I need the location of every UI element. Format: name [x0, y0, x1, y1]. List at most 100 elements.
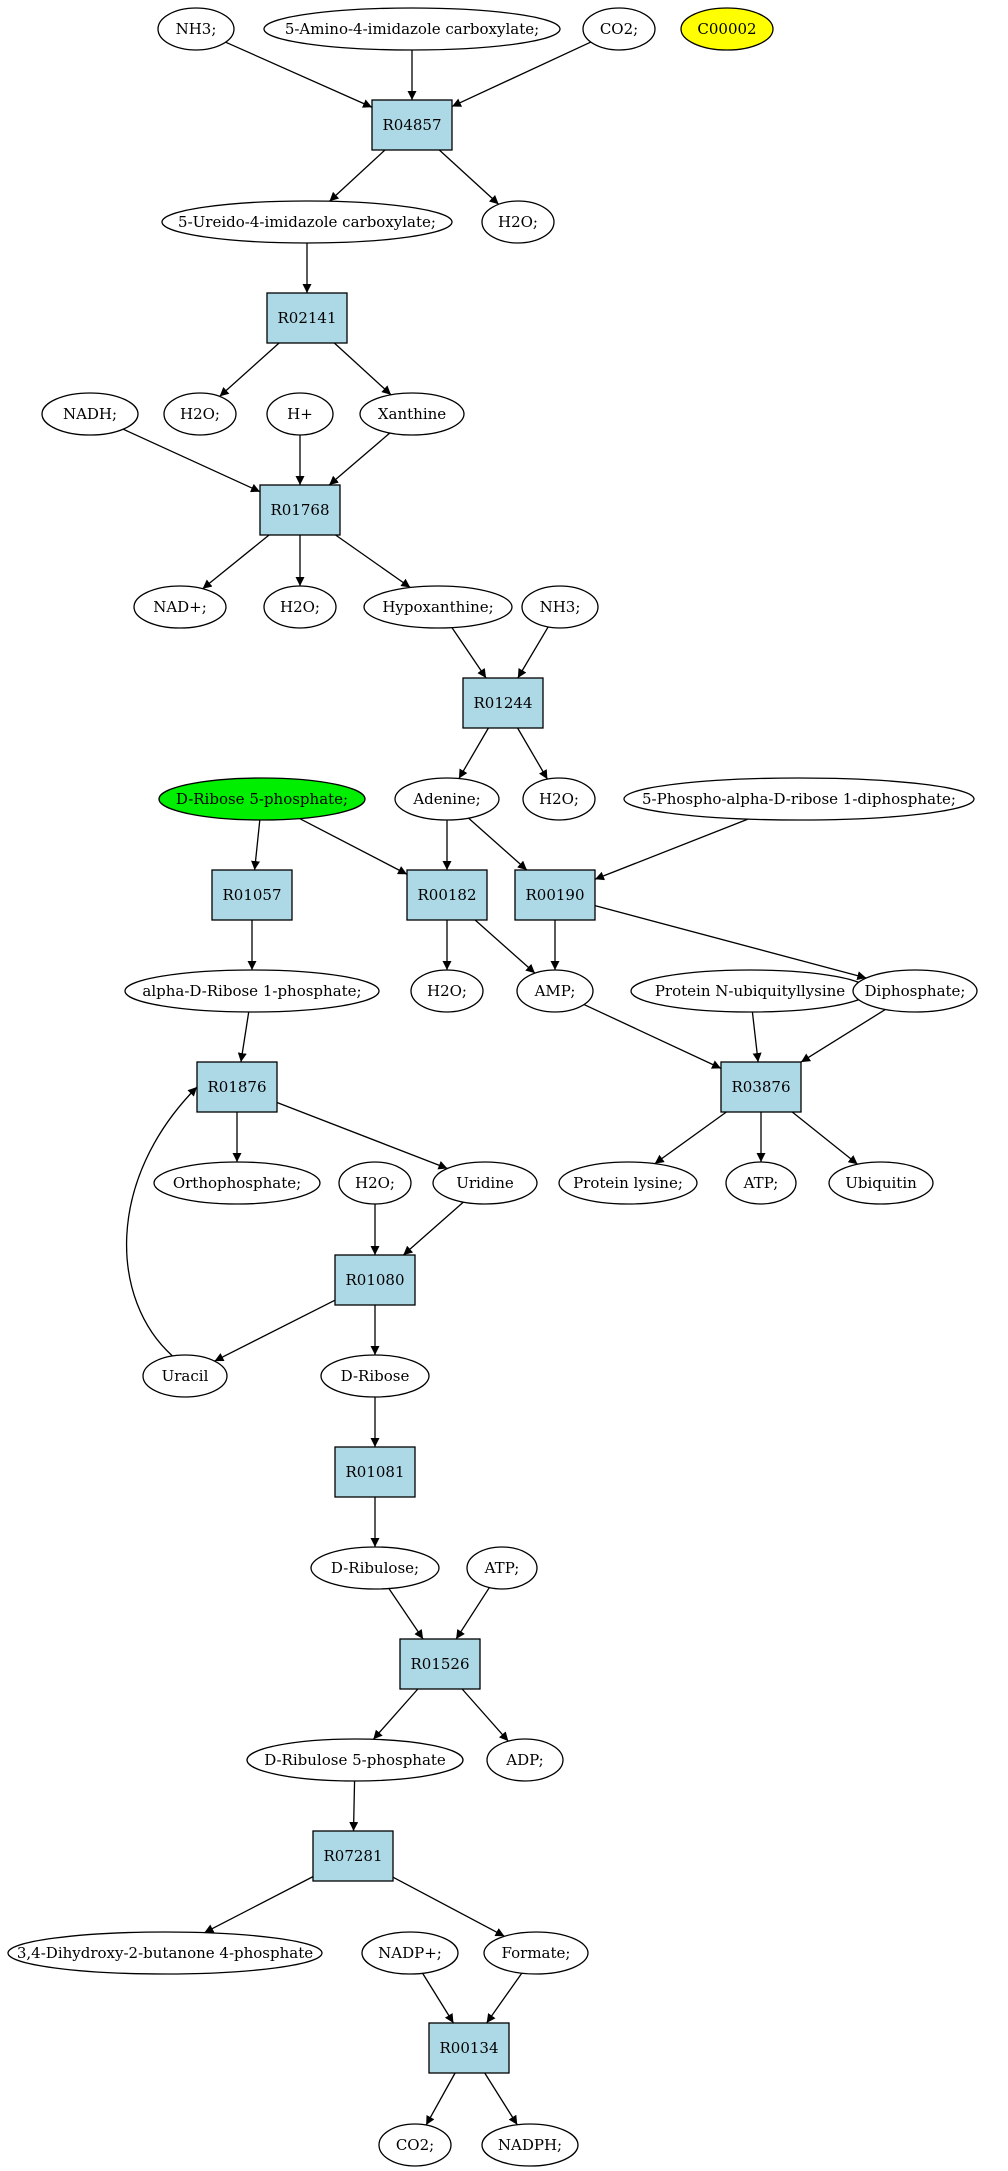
compound-node-h2o-5[interactable]: H2O; [410, 969, 484, 1013]
compound-label: 5-Phospho-alpha-D-ribose 1-diphosphate; [642, 790, 956, 808]
reaction-node-r01768[interactable]: R01768 [259, 484, 341, 536]
reaction-box [211, 869, 293, 921]
compound-label: CO2; [600, 20, 638, 38]
compound-node-h2o-2[interactable]: H2O; [163, 392, 237, 436]
edge-nh3_1-to-R04857 [225, 41, 373, 108]
compound-node-atp-2[interactable]: ATP; [466, 1546, 538, 1590]
edge-R03876-to-protlys [654, 1111, 727, 1165]
reaction-box [406, 869, 488, 921]
edge-atp_2-to-R01526 [455, 1587, 490, 1640]
edge-R02141-to-h2o_2 [219, 342, 280, 397]
compound-node-dribulose[interactable]: D-Ribulose; [310, 1546, 440, 1590]
compound-node-amp[interactable]: AMP; [516, 969, 594, 1013]
reaction-box [514, 869, 596, 921]
compound-ellipse [486, 1738, 564, 1782]
reaction-label: R01768 [270, 501, 329, 519]
compound-node-diphosphate[interactable]: Diphosphate; [852, 969, 978, 1013]
reaction-node-r02141[interactable]: R02141 [266, 292, 348, 344]
reaction-node-r01080[interactable]: R01080 [334, 1254, 416, 1306]
compound-node-nh3-1[interactable]: NH3; [157, 7, 235, 51]
compound-ellipse [161, 200, 453, 244]
compound-node-aica[interactable]: 5-Amino-4-imidazole carboxylate; [263, 7, 561, 51]
edge-prpp-to-R00190 [594, 818, 749, 881]
compound-node-ortho[interactable]: Orthophosphate; [153, 1161, 321, 1205]
compound-node-dribulose5p[interactable]: D-Ribulose 5-phosphate [246, 1738, 464, 1782]
reaction-box [462, 677, 544, 729]
compound-node-xanthine[interactable]: Xanthine [359, 392, 465, 436]
reaction-box [428, 2022, 510, 2074]
compound-ellipse [124, 969, 380, 1013]
compound-node-nadpplus[interactable]: NADP+; [361, 1931, 459, 1975]
reaction-node-r01081[interactable]: R01081 [334, 1446, 416, 1498]
compound-node-adenine[interactable]: Adenine; [394, 777, 500, 821]
compound-label: ATP; [743, 1174, 779, 1192]
compound-node-nh3-2[interactable]: NH3; [521, 585, 599, 629]
reaction-node-r01244[interactable]: R01244 [462, 677, 544, 729]
edge-protub-to-R03876 [751, 1011, 762, 1063]
compound-node-nadh[interactable]: NADH; [41, 392, 139, 436]
reaction-box [196, 1061, 278, 1113]
reaction-label: R00134 [439, 2039, 498, 2057]
compound-node-c00002[interactable]: C00002 [680, 7, 774, 51]
reaction-node-r00134[interactable]: R00134 [428, 2022, 510, 2074]
compound-ellipse [361, 1931, 459, 1975]
compound-node-h2o-6[interactable]: H2O; [338, 1161, 412, 1205]
compound-node-protub[interactable]: Protein N-ubiquityllysine [630, 969, 870, 1013]
compound-node-atp-1[interactable]: ATP; [725, 1161, 797, 1205]
edge-R00190-to-diphosphate [594, 905, 867, 981]
compound-node-formate[interactable]: Formate; [483, 1931, 589, 1975]
edge-R07281-to-dhbp [204, 1876, 314, 1934]
compound-ellipse [521, 585, 599, 629]
reaction-node-r01876[interactable]: R01876 [196, 1061, 278, 1113]
compound-label: Xanthine [378, 405, 446, 423]
compound-node-uracil[interactable]: Uracil [142, 1354, 228, 1398]
compound-node-nadph[interactable]: NADPH; [481, 2123, 579, 2167]
compound-node-prpp[interactable]: 5-Phospho-alpha-D-ribose 1-diphosphate; [623, 777, 975, 821]
compound-label: ATP; [484, 1559, 520, 1577]
reaction-node-r07281[interactable]: R07281 [312, 1830, 394, 1882]
reaction-node-r00190[interactable]: R00190 [514, 869, 596, 921]
compound-node-h2o-1[interactable]: H2O; [481, 200, 555, 244]
compound-label: H2O; [498, 213, 538, 231]
compound-label: 5-Amino-4-imidazole carboxylate; [285, 20, 539, 38]
compound-label: NH3; [540, 598, 581, 616]
compound-ellipse [852, 969, 978, 1013]
reaction-box [312, 1830, 394, 1882]
reaction-node-r00182[interactable]: R00182 [406, 869, 488, 921]
reaction-label: R01526 [410, 1655, 469, 1673]
compound-node-hplus[interactable]: H+ [266, 392, 334, 436]
reaction-node-r01057[interactable]: R01057 [211, 869, 293, 921]
compound-ellipse [558, 1161, 698, 1205]
compound-node-hypoxanthine[interactable]: Hypoxanthine; [363, 585, 513, 629]
compound-node-dribose[interactable]: D-Ribose [320, 1354, 430, 1398]
edge-dribose5p-to-R00182 [299, 817, 408, 875]
compound-node-uridine[interactable]: Uridine [432, 1161, 538, 1205]
compound-ellipse [680, 7, 774, 51]
compound-label: Protein lysine; [573, 1174, 683, 1192]
compound-node-adr1p[interactable]: alpha-D-Ribose 1-phosphate; [124, 969, 380, 1013]
compound-node-h2o-3[interactable]: H2O; [263, 585, 337, 629]
compound-label: NADP+; [378, 1944, 442, 1962]
compound-label: Formate; [502, 1944, 571, 1962]
edge-dribulose5p-to-R07281 [349, 1780, 359, 1832]
compound-node-co2-2[interactable]: CO2; [378, 2123, 452, 2167]
edge-hypoxanthine-to-R01244 [451, 627, 487, 679]
compound-ellipse [582, 7, 656, 51]
reaction-node-r04857[interactable]: R04857 [371, 99, 453, 151]
reaction-node-r03876[interactable]: R03876 [720, 1061, 802, 1113]
reaction-label: R00190 [525, 886, 584, 904]
compound-node-ubiquitin[interactable]: Ubiquitin [828, 1161, 934, 1205]
compound-node-protlys[interactable]: Protein lysine; [558, 1161, 698, 1205]
compound-node-h2o-4[interactable]: H2O; [522, 777, 596, 821]
compound-node-nadplus[interactable]: NAD+; [133, 585, 227, 629]
reaction-node-r01526[interactable]: R01526 [399, 1638, 481, 1690]
compound-node-dribose5p[interactable]: D-Ribose 5-phosphate; [158, 777, 366, 821]
compound-node-adp[interactable]: ADP; [486, 1738, 564, 1782]
compound-node-co2-1[interactable]: CO2; [582, 7, 656, 51]
reaction-box [720, 1061, 802, 1113]
compound-node-dhbp[interactable]: 3,4-Dihydroxy-2-butanone 4-phosphate [7, 1931, 323, 1975]
compound-node-ureido[interactable]: 5-Ureido-4-imidazole carboxylate; [161, 200, 453, 244]
edge-R01080-to-uracil [214, 1299, 336, 1362]
compound-label: H+ [287, 405, 313, 423]
compound-label: AMP; [534, 982, 576, 1000]
